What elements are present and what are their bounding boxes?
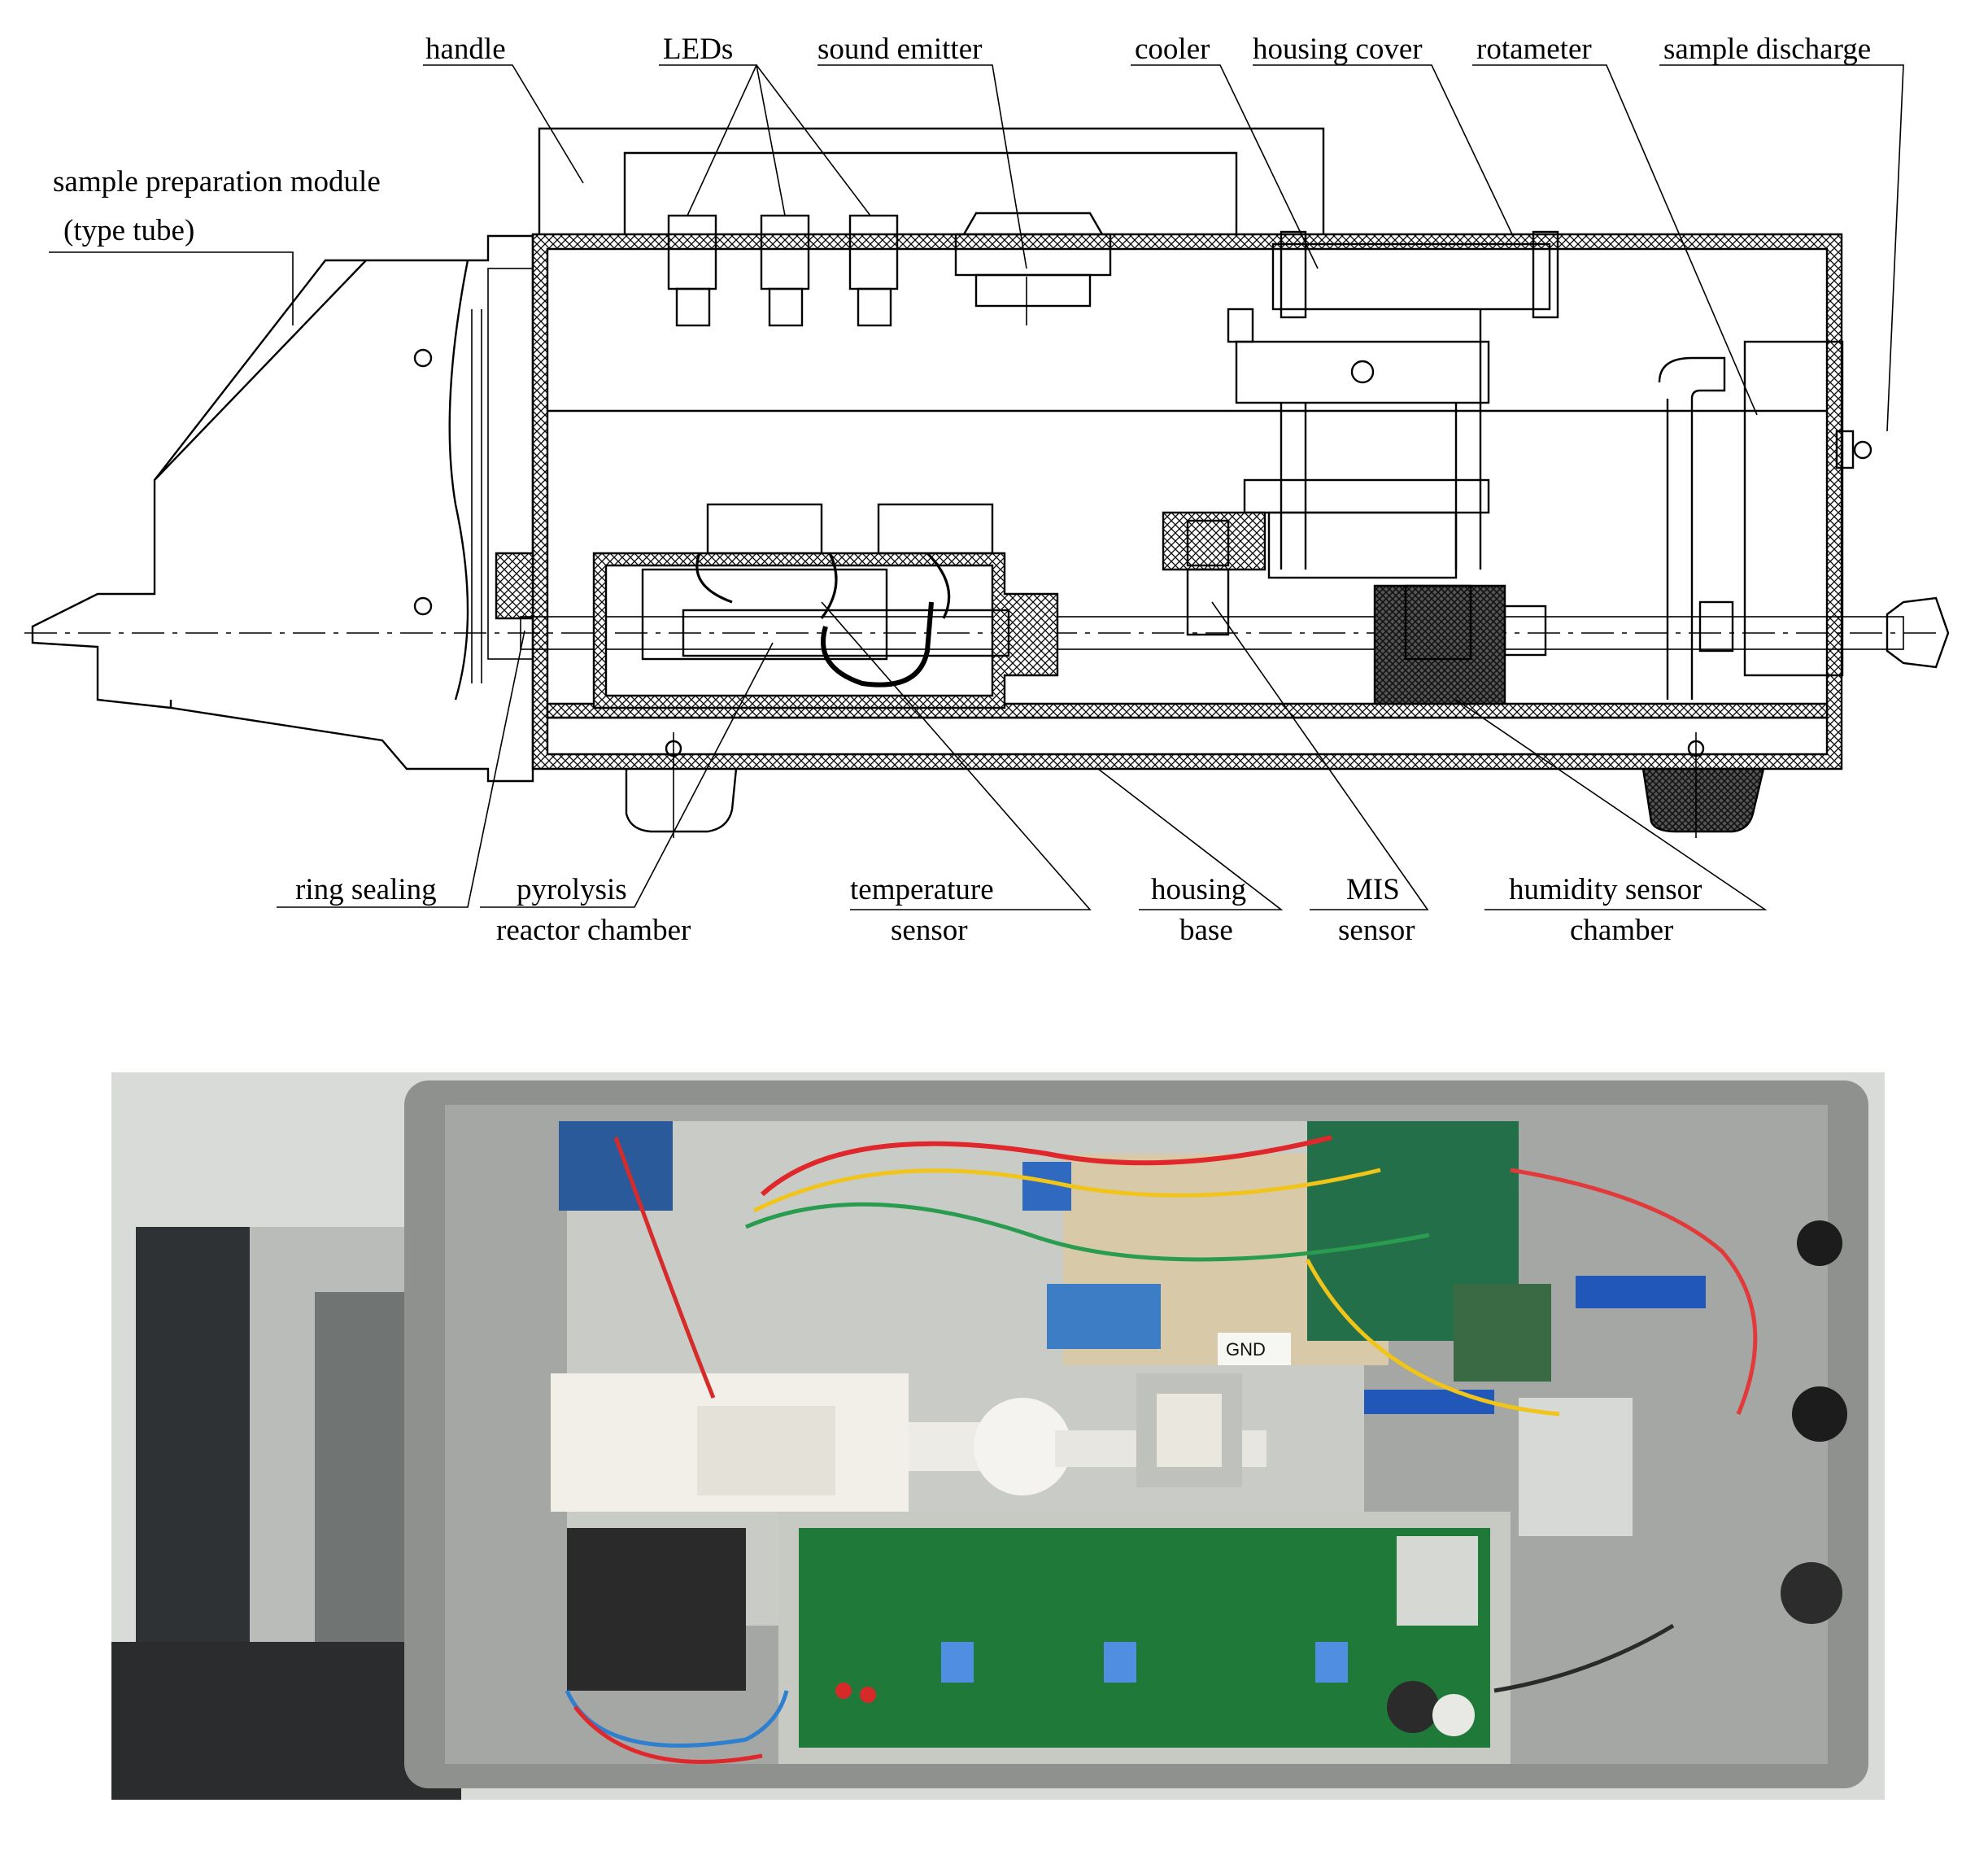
label-sample-discharge: sample discharge (1663, 33, 1871, 66)
rotameter-shape (1658, 340, 1872, 700)
label-handle: handle (425, 33, 506, 66)
label-housing-cover: housing cover (1253, 33, 1423, 66)
label-temperature-1: temperature (850, 873, 994, 906)
technical-drawing: handle LEDs sound emitter cooler housing… (24, 33, 1950, 947)
label-humidity-1: humidity sensor (1509, 873, 1702, 906)
handle-shape (538, 127, 1325, 234)
label-ring-sealing: ring sealing (295, 873, 437, 906)
sound-emitter-shape (954, 212, 1112, 325)
mis-sensor-shape (1162, 511, 1266, 636)
label-sample-prep-2: (type tube) (63, 214, 194, 247)
label-leds: LEDs (663, 33, 733, 66)
cooler-shape (1271, 230, 1559, 319)
label-humidity-2: chamber (1570, 914, 1673, 947)
label-housing-base-2: base (1179, 914, 1233, 947)
label-pyrolysis-2: reactor chamber (496, 914, 691, 947)
label-pyrolysis-1: pyrolysis (517, 873, 627, 906)
sample-prep-module (31, 234, 534, 783)
humidity-chamber-shape (1373, 584, 1547, 705)
device-photo: GND (111, 1072, 1885, 1800)
label-temperature-2: sensor (891, 914, 968, 947)
leds-shape (667, 214, 899, 327)
label-housing-base-1: housing (1151, 873, 1246, 906)
label-rotameter: rotameter (1476, 33, 1592, 66)
label-sample-prep-1: sample preparation module (53, 165, 381, 199)
label-cooler: cooler (1135, 33, 1210, 66)
sensor-board-stack (1227, 308, 1490, 579)
label-sound-emitter: sound emitter (817, 33, 982, 66)
label-mis-1: MIS (1346, 873, 1400, 906)
label-mis-2: sensor (1338, 914, 1415, 947)
device-photo-illustration: GND (111, 1072, 1885, 1800)
gnd-tag: GND (1226, 1339, 1266, 1360)
leader-lines (49, 64, 1904, 910)
